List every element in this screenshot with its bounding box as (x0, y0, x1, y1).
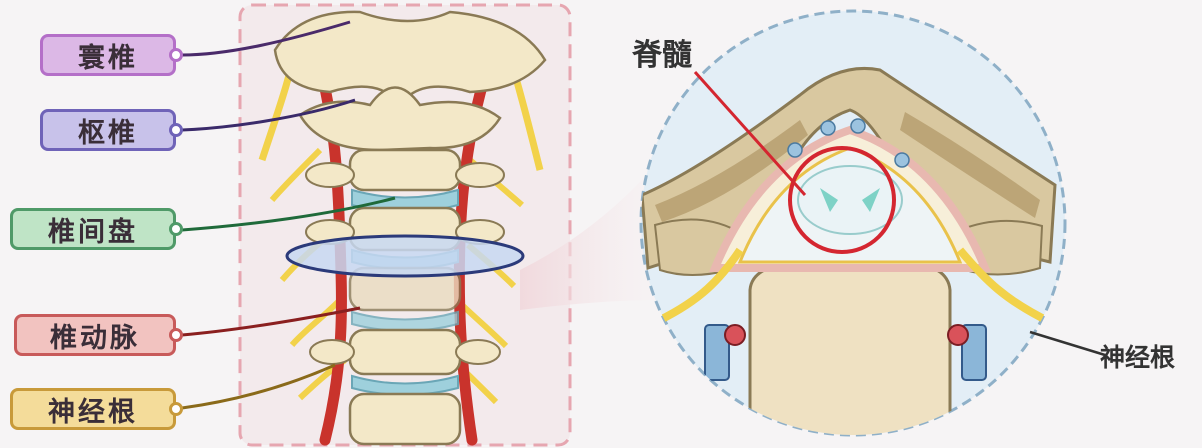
atlas-label: 寰椎 (40, 34, 183, 76)
atlas-label-dot (169, 48, 183, 62)
zoom-cone (520, 160, 660, 310)
cut-plane (285, 234, 525, 278)
artery-label-dot (169, 328, 183, 342)
axis-label: 枢椎 (40, 109, 183, 151)
spinal-cord-label: 脊髓 (632, 38, 692, 73)
nerve-root-label-dot (169, 402, 183, 416)
disc-label-dot (169, 222, 183, 236)
spinal-cord-highlight (788, 146, 896, 254)
nerve-root-label: 神经根 (10, 388, 183, 430)
cross-section (639, 9, 1067, 437)
cross-section-nerve-root-label: 神经根 (1100, 343, 1176, 372)
disc-label: 椎间盘 (10, 208, 183, 250)
artery-label: 椎动脉 (14, 314, 183, 356)
axis-label-dot (169, 123, 183, 137)
